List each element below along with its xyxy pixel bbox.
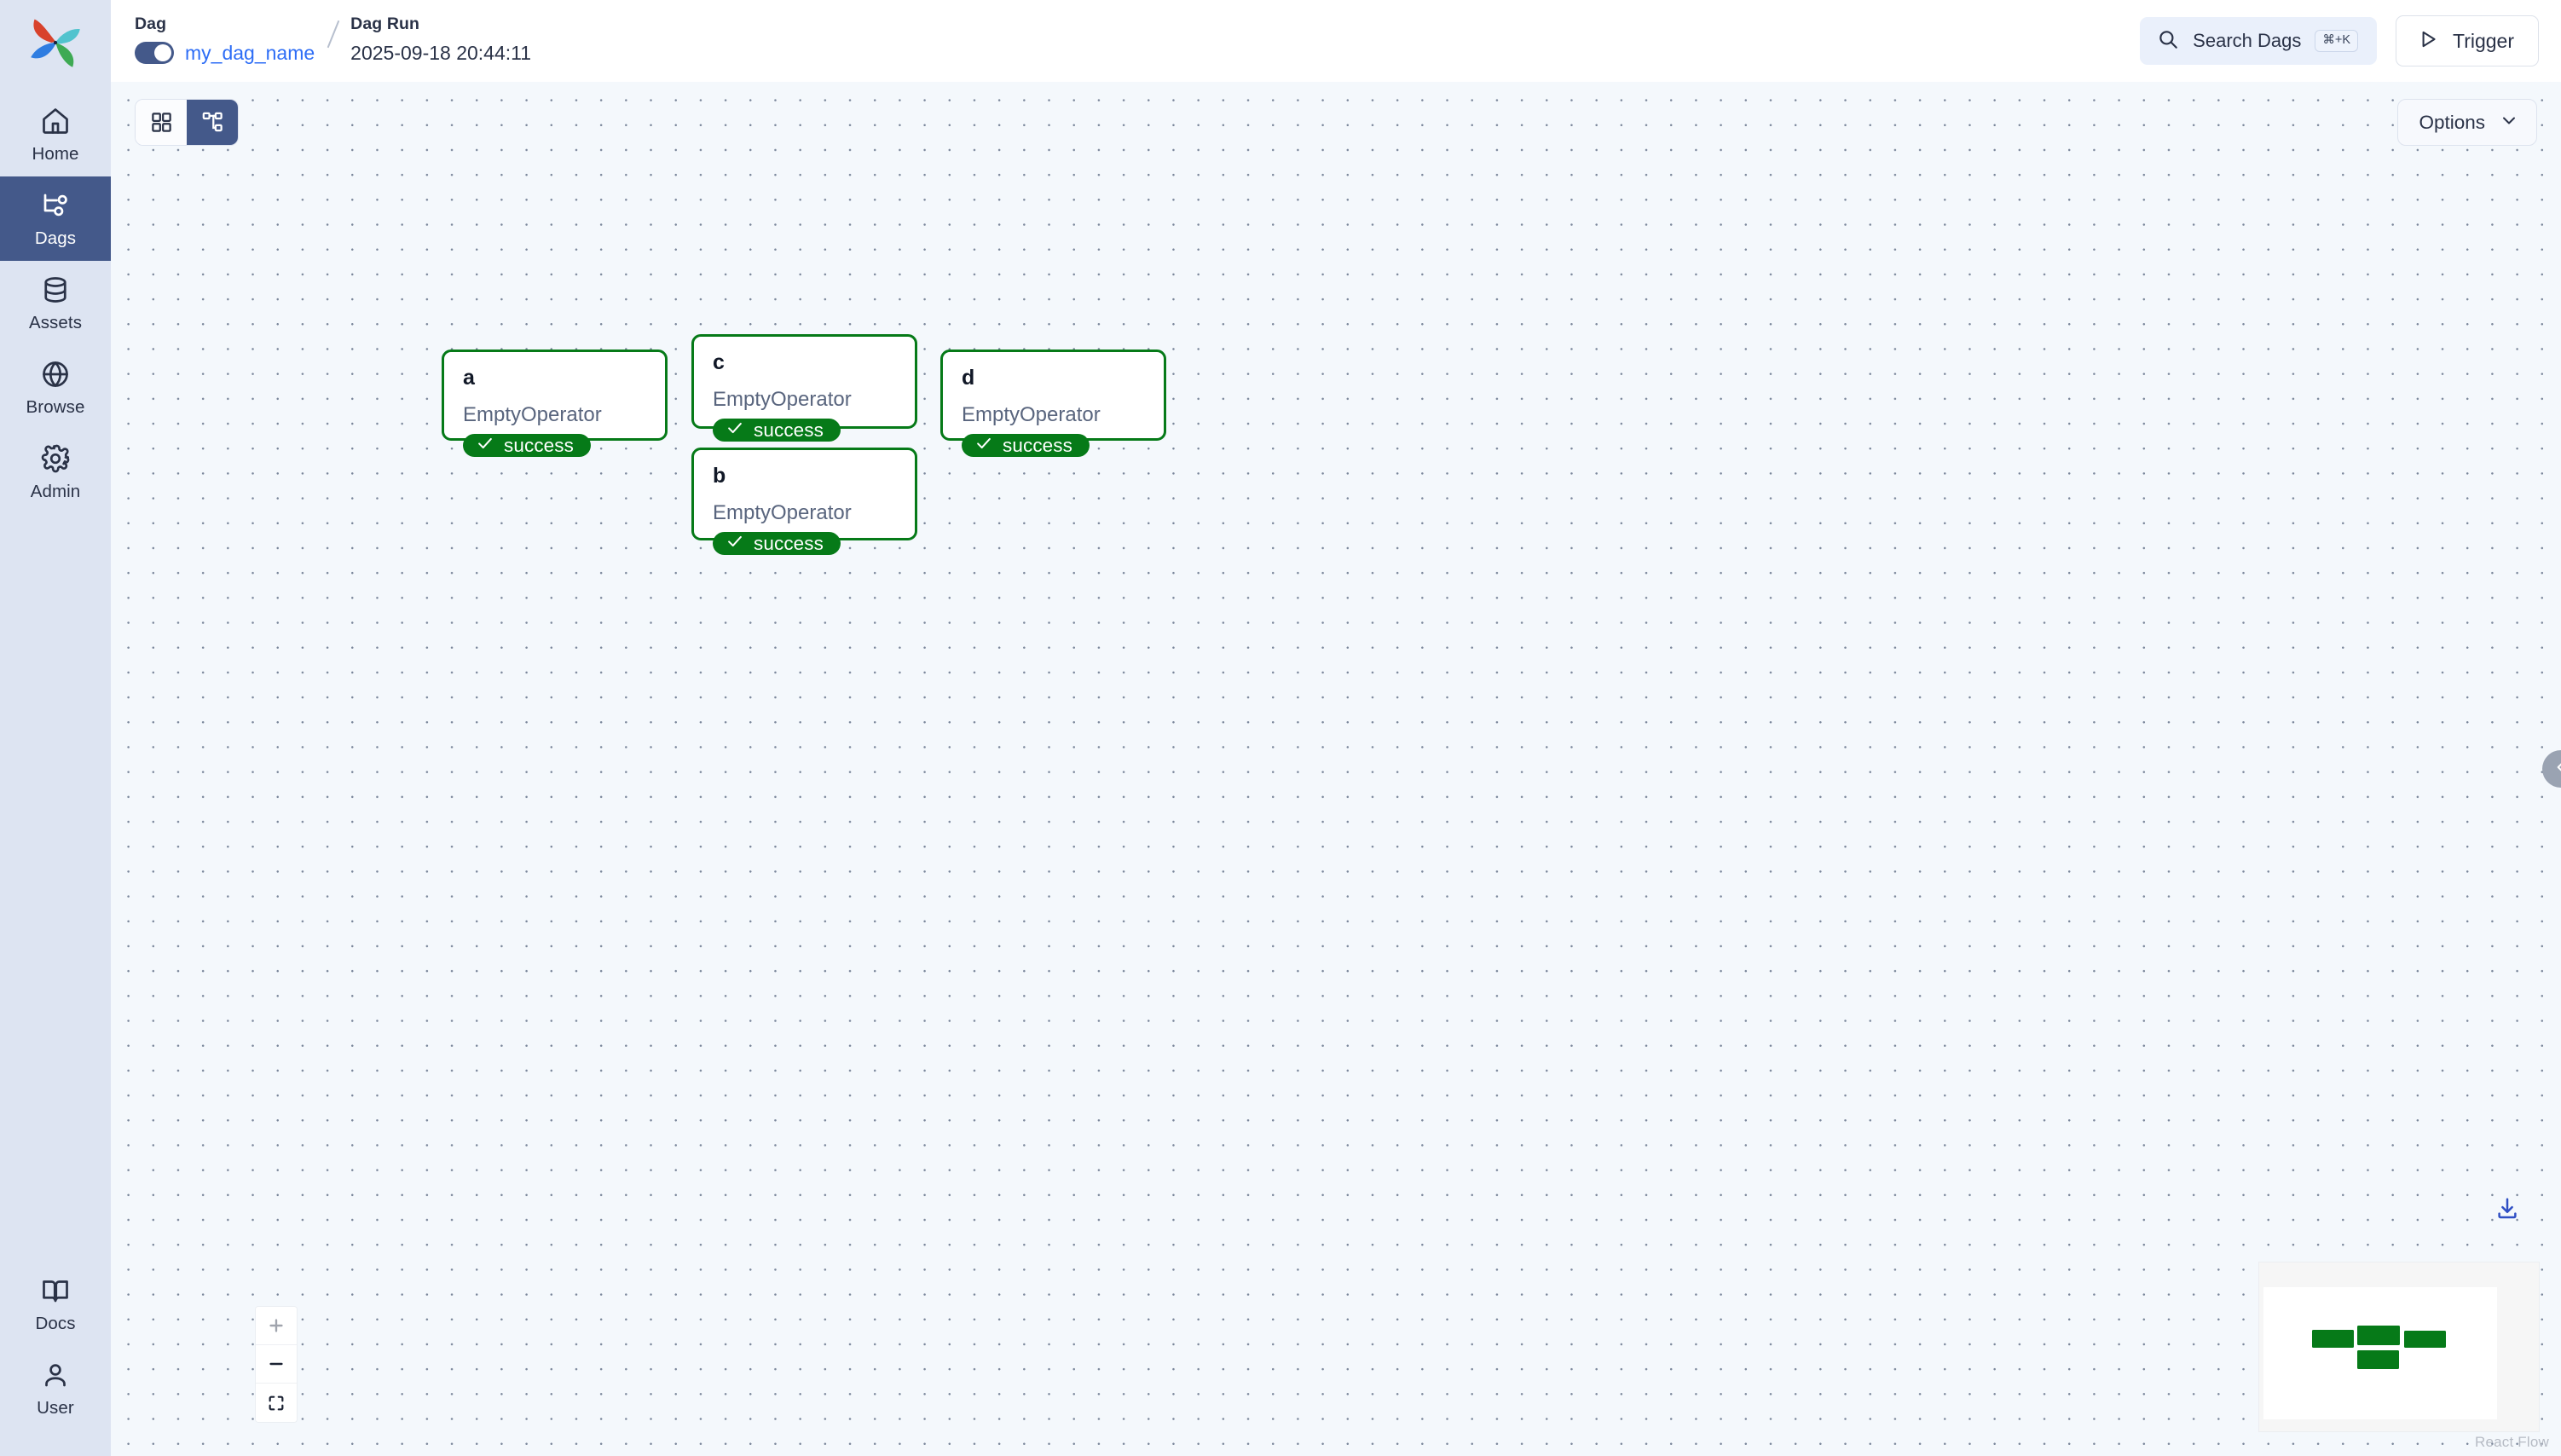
task-id: a bbox=[463, 366, 475, 390]
breadcrumb-separator bbox=[316, 14, 349, 61]
zoom-in-button[interactable] bbox=[256, 1307, 297, 1345]
task-operator: EmptyOperator bbox=[962, 402, 1101, 426]
dag-icon bbox=[40, 190, 71, 221]
breadcrumb-dag: Dag my_dag_name bbox=[135, 14, 315, 67]
graph-canvas[interactable]: Options bbox=[111, 82, 2561, 1456]
minimap-node bbox=[2312, 1330, 2354, 1348]
graph-minimap[interactable] bbox=[2258, 1262, 2540, 1432]
dag-graph: a EmptyOperator success c EmptyOper bbox=[111, 82, 2561, 1456]
minimap-viewport bbox=[2263, 1287, 2497, 1419]
options-label: Options bbox=[2419, 111, 2485, 133]
search-label: Search Dags bbox=[2193, 30, 2302, 51]
home-icon bbox=[40, 106, 71, 136]
sidebar-item-label: Dags bbox=[34, 228, 77, 248]
task-node-d[interactable]: d EmptyOperator success bbox=[940, 350, 1166, 458]
sidebar-item-admin[interactable]: Admin bbox=[0, 430, 111, 514]
status-label: success bbox=[504, 434, 574, 456]
sidebar-item-label: Docs bbox=[35, 1314, 76, 1333]
status-badge: success bbox=[713, 532, 841, 556]
check-icon bbox=[726, 532, 744, 555]
sidebar-item-label: Browse bbox=[26, 397, 85, 417]
airflow-pinwheel-logo[interactable] bbox=[25, 12, 86, 73]
graph-view-button[interactable] bbox=[187, 100, 238, 145]
task-id: b bbox=[713, 464, 726, 488]
sidebar-item-label: Home bbox=[32, 144, 79, 164]
status-badge: success bbox=[463, 434, 591, 458]
dag-run-value: 2025-09-18 20:44:11 bbox=[350, 41, 532, 64]
book-icon bbox=[40, 1275, 71, 1306]
sidebar-item-label: Assets bbox=[28, 313, 83, 332]
status-label: success bbox=[754, 532, 824, 554]
sidebar-nav-top: Home Dags bbox=[0, 92, 111, 514]
search-dags-button[interactable]: Search Dags ⌘+K bbox=[2140, 17, 2377, 65]
breadcrumb-dag-run: Dag Run 2025-09-18 20:44:11 bbox=[350, 14, 531, 67]
search-icon bbox=[2157, 28, 2179, 55]
trigger-button[interactable]: Trigger bbox=[2396, 15, 2539, 66]
status-badge: success bbox=[962, 434, 1090, 458]
trigger-label: Trigger bbox=[2453, 29, 2514, 52]
task-node-a[interactable]: a EmptyOperator success bbox=[442, 350, 668, 458]
task-node-b[interactable]: b EmptyOperator success bbox=[691, 448, 917, 556]
options-button[interactable]: Options bbox=[2397, 99, 2537, 146]
dag-name-link[interactable]: my_dag_name bbox=[185, 41, 315, 64]
play-icon bbox=[2417, 28, 2439, 55]
breadcrumb: Dag my_dag_name Dag Run 2025-09-18 20:44… bbox=[135, 14, 531, 67]
database-icon bbox=[40, 274, 71, 305]
check-icon bbox=[476, 434, 494, 457]
task-operator: EmptyOperator bbox=[713, 500, 852, 524]
task-id: d bbox=[962, 366, 975, 390]
page-header: Dag my_dag_name Dag Run 2025-09-18 20:44… bbox=[111, 0, 2561, 82]
download-image-button[interactable] bbox=[2495, 1196, 2520, 1226]
sidebar: Home Dags bbox=[0, 0, 111, 1456]
status-label: success bbox=[1003, 434, 1072, 456]
main-area: Dag my_dag_name Dag Run 2025-09-18 20:44… bbox=[111, 0, 2561, 1456]
sidebar-item-home[interactable]: Home bbox=[0, 92, 111, 176]
zoom-out-button[interactable] bbox=[256, 1345, 297, 1384]
fit-view-button[interactable] bbox=[256, 1384, 297, 1422]
sidebar-item-docs[interactable]: Docs bbox=[0, 1262, 111, 1346]
check-icon bbox=[726, 419, 744, 442]
globe-icon bbox=[40, 359, 71, 390]
search-shortcut: ⌘+K bbox=[2315, 30, 2358, 52]
gear-icon bbox=[40, 443, 71, 474]
task-id: c bbox=[713, 350, 725, 374]
zoom-controls bbox=[256, 1307, 297, 1422]
task-operator: EmptyOperator bbox=[463, 402, 602, 426]
sidebar-nav-bottom: Docs User bbox=[0, 1262, 111, 1456]
sidebar-item-browse[interactable]: Browse bbox=[0, 345, 111, 430]
minimap-node bbox=[2357, 1350, 2399, 1369]
sidebar-item-user[interactable]: User bbox=[0, 1346, 111, 1430]
minimap-node bbox=[2357, 1326, 2400, 1345]
check-icon bbox=[974, 434, 993, 457]
dag-pause-toggle[interactable] bbox=[135, 42, 174, 64]
status-label: success bbox=[754, 419, 824, 441]
chevron-down-icon bbox=[2499, 110, 2519, 135]
view-mode-toggle bbox=[135, 99, 239, 146]
react-flow-attribution[interactable]: React Flow bbox=[2474, 1434, 2549, 1450]
chevron-left-icon bbox=[2552, 759, 2561, 780]
dag-label: Dag bbox=[135, 14, 167, 33]
sidebar-item-assets[interactable]: Assets bbox=[0, 261, 111, 345]
dag-run-label: Dag Run bbox=[350, 14, 420, 33]
grid-view-button[interactable] bbox=[136, 100, 187, 145]
status-badge: success bbox=[713, 419, 841, 442]
user-icon bbox=[40, 1360, 71, 1390]
minimap-node bbox=[2404, 1331, 2446, 1348]
header-actions: Search Dags ⌘+K Trigger bbox=[2140, 15, 2539, 66]
sidebar-item-label: Admin bbox=[30, 482, 81, 501]
sidebar-item-label: User bbox=[37, 1398, 74, 1418]
task-operator: EmptyOperator bbox=[713, 387, 852, 411]
task-node-c[interactable]: c EmptyOperator success bbox=[691, 334, 917, 442]
sidebar-item-dags[interactable]: Dags bbox=[0, 176, 111, 261]
collapse-panel-handle[interactable] bbox=[2542, 750, 2561, 788]
